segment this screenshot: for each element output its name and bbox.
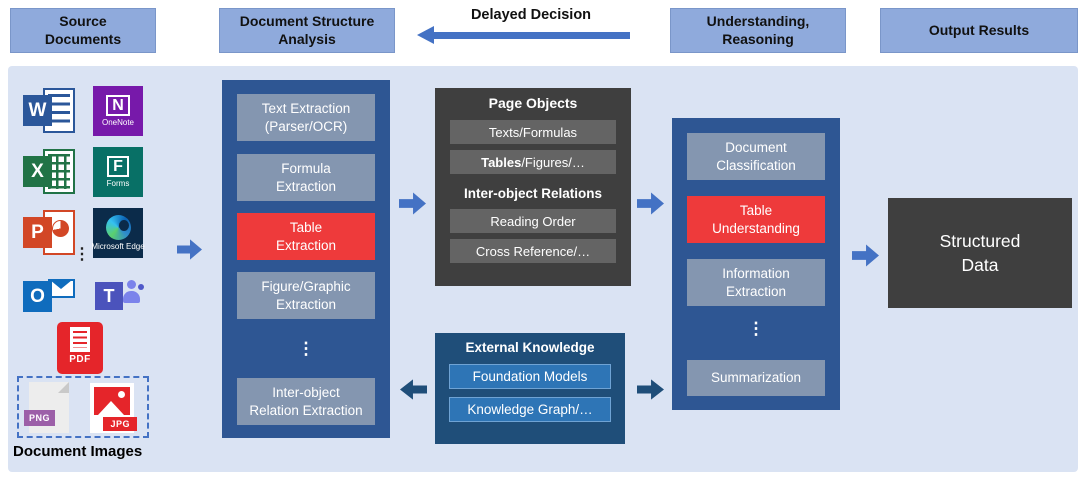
onenote-icon: N OneNote <box>93 86 143 136</box>
page-objects-title: Page Objects <box>488 95 578 111</box>
step-table-understanding: Table Understanding <box>687 196 825 243</box>
texts-formulas-label: Texts/Formulas <box>488 124 578 140</box>
outlook-icon: O <box>23 272 75 322</box>
step-formula-extraction: Formula Extraction <box>237 154 375 201</box>
outlook-envelope-glyph <box>48 279 75 298</box>
delayed-decision-label: Delayed Decision <box>470 7 592 23</box>
png-file-icon: PNG <box>24 382 69 433</box>
teams-person2-glyph <box>138 284 144 290</box>
step-figure-graphic-extraction: Figure/Graphic Extraction <box>237 272 375 319</box>
step-summarization: Summarization <box>687 360 825 396</box>
tables-label-bold: Tables <box>481 154 522 170</box>
understanding-column-ellipsis: ⋮ <box>747 319 765 338</box>
jpg-image-glyph <box>94 387 130 415</box>
step-document-classification: Document Classification <box>687 133 825 180</box>
tables-label-rest: /Figures/… <box>521 154 585 170</box>
teams-person-body-glyph <box>123 291 140 303</box>
document-images-group <box>17 376 149 438</box>
teams-icon: T <box>93 272 145 322</box>
powerpoint-letter: P <box>23 217 52 248</box>
jpg-badge: JPG <box>103 417 137 431</box>
page-objects-box: Page Objects Texts/Formulas Tables/Figur… <box>435 88 631 286</box>
header-understanding-reasoning: Understanding, Reasoning <box>670 8 846 53</box>
forms-caption: Forms <box>106 179 130 189</box>
teams-letter: T <box>95 282 123 310</box>
external-knowledge-item-foundation-models: Foundation Models <box>449 364 611 389</box>
excel-letter: X <box>23 156 52 187</box>
excel-icon: X <box>23 147 75 197</box>
structured-data-box: Structured Data <box>888 198 1072 308</box>
forms-icon: F Forms <box>93 147 143 197</box>
delayed-decision-arrowhead-icon <box>417 26 434 44</box>
jpg-file-icon: JPG <box>90 383 137 433</box>
structure-column-ellipsis: ⋮ <box>297 339 315 358</box>
jpg-mountain-glyph <box>98 401 124 415</box>
reading-order-label: Reading Order <box>490 213 576 229</box>
page-objects-item-texts-formulas: Texts/Formulas <box>450 120 616 144</box>
onenote-caption: OneNote <box>101 118 135 128</box>
header-document-structure-analysis: Document Structure Analysis <box>219 8 395 53</box>
pdf-icon: PDF <box>57 322 103 374</box>
outlook-letter: O <box>23 281 52 312</box>
edge-icon: Microsoft Edge <box>91 208 145 258</box>
teams-person-glyph <box>127 280 136 289</box>
step-table-extraction: Table Extraction <box>237 213 375 260</box>
step-inter-object-relation-extraction: Inter-object Relation Extraction <box>237 378 375 425</box>
source-ellipsis: ⋮ <box>74 246 90 263</box>
inter-object-relations-subtitle: Inter-object Relations <box>463 186 603 201</box>
png-badge: PNG <box>24 410 56 426</box>
cross-reference-label: Cross Reference/… <box>475 243 591 259</box>
page-objects-item-reading-order: Reading Order <box>450 209 616 233</box>
edge-swirl-glyph <box>105 215 131 240</box>
powerpoint-icon: P <box>23 208 75 258</box>
document-images-caption: Document Images <box>13 443 143 460</box>
external-knowledge-item-knowledge-graph: Knowledge Graph/… <box>449 397 611 422</box>
powerpoint-pie-glyph <box>52 220 69 237</box>
pdf-caption: PDF <box>69 354 91 365</box>
external-knowledge-box: External Knowledge Foundation Models Kno… <box>435 333 625 444</box>
jpg-sun-glyph <box>118 391 125 398</box>
step-information-extraction: Information Extraction <box>687 259 825 306</box>
delayed-decision-arrow <box>433 32 630 39</box>
word-letter: W <box>23 95 52 126</box>
page-objects-item-cross-reference: Cross Reference/… <box>450 239 616 263</box>
header-output-results: Output Results <box>880 8 1078 53</box>
step-text-extraction: Text Extraction (Parser/OCR) <box>237 94 375 141</box>
onenote-letter: N <box>106 94 130 117</box>
page-objects-item-tables-figures: Tables/Figures/… <box>450 150 616 174</box>
edge-caption: Microsoft Edge <box>91 242 145 251</box>
word-icon: W <box>23 86 75 136</box>
forms-letter: F <box>107 155 129 178</box>
header-source-documents: Source Documents <box>10 8 156 53</box>
pdf-doc-glyph <box>70 327 90 352</box>
external-knowledge-title: External Knowledge <box>465 340 595 355</box>
